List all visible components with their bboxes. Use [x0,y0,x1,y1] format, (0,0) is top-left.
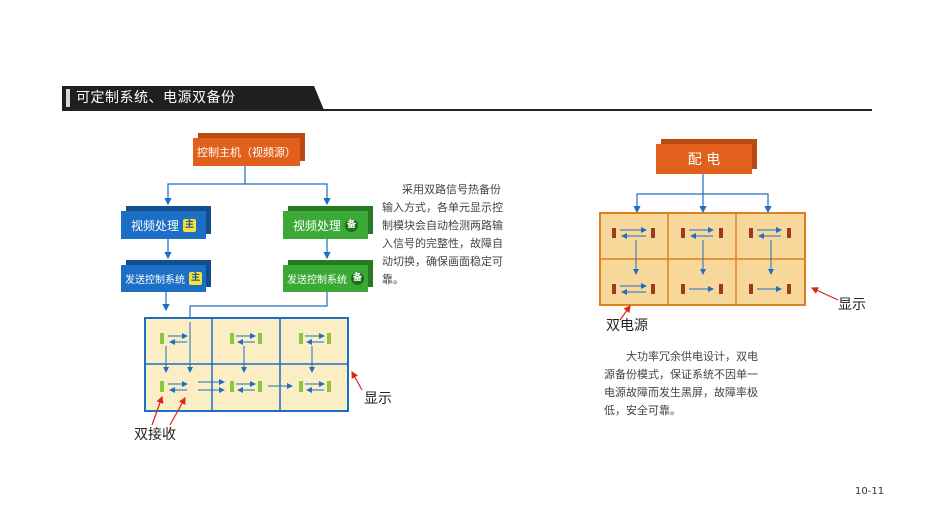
right-description-line: 源备份模式，保证系统不因单一 [604,368,758,381]
video-backup-label: 视频处理 [292,218,341,233]
left-display-label: 显示 [364,391,392,407]
left-description-line: 入信号的完整性，故障自 [382,237,503,250]
left-description-line: 采用双路信号热备份 [402,183,501,196]
power-distribution-label: 配 电 [687,152,721,168]
left-description-line: 靠。 [382,273,404,286]
control-host-label: 控制主机（视频源） [197,146,296,159]
main-badge: 主 [183,218,196,232]
video-processing-backup-box: 视频处理 备 [283,211,368,239]
send-control-main-box: 发送控制系统 主 [121,265,206,292]
send-control-backup-box: 发送控制系统 备 [283,265,368,292]
send-backup-label: 发送控制系统 [287,275,347,286]
title-underline [62,109,872,111]
right-description-line: 大功率冗余供电设计，双电 [626,350,758,363]
page-number: 10-11 [855,486,885,497]
right-description: 大功率冗余供电设计，双电 源备份模式，保证系统不因单一 电源故障而发生黑屏，故障… [604,348,804,420]
send-main-label: 发送控制系统 [125,275,185,286]
left-description: 采用双路信号热备份 输入方式，各单元显示控 制模块会自动检测两路输 入信号的完整… [382,181,542,289]
section-title: 可定制系统、电源双备份 [76,90,236,106]
left-description-line: 制模块会自动检测两路输 [382,219,503,232]
backup-badge: 备 [345,218,358,232]
title-marker [66,89,70,107]
video-processing-main-box: 视频处理 主 [121,211,206,239]
video-main-label: 视频处理 [130,218,179,233]
main-badge: 主 [189,272,202,285]
power-distribution-box: 配 电 [656,144,752,174]
section-title-bar [62,86,324,110]
left-description-line: 输入方式，各单元显示控 [382,201,503,214]
right-description-line: 电源故障而发生黑屏，故障率极 [604,386,758,399]
left-description-line: 动切换，确保画面稳定可 [382,255,503,268]
control-host-box: 控制主机（视频源） [193,138,300,166]
right-description-line: 低，安全可靠。 [604,404,681,417]
backup-badge: 备 [351,272,364,285]
dual-receive-label: 双接收 [134,427,176,443]
dual-power-label: 双电源 [606,318,648,334]
right-display-label: 显示 [838,297,866,313]
